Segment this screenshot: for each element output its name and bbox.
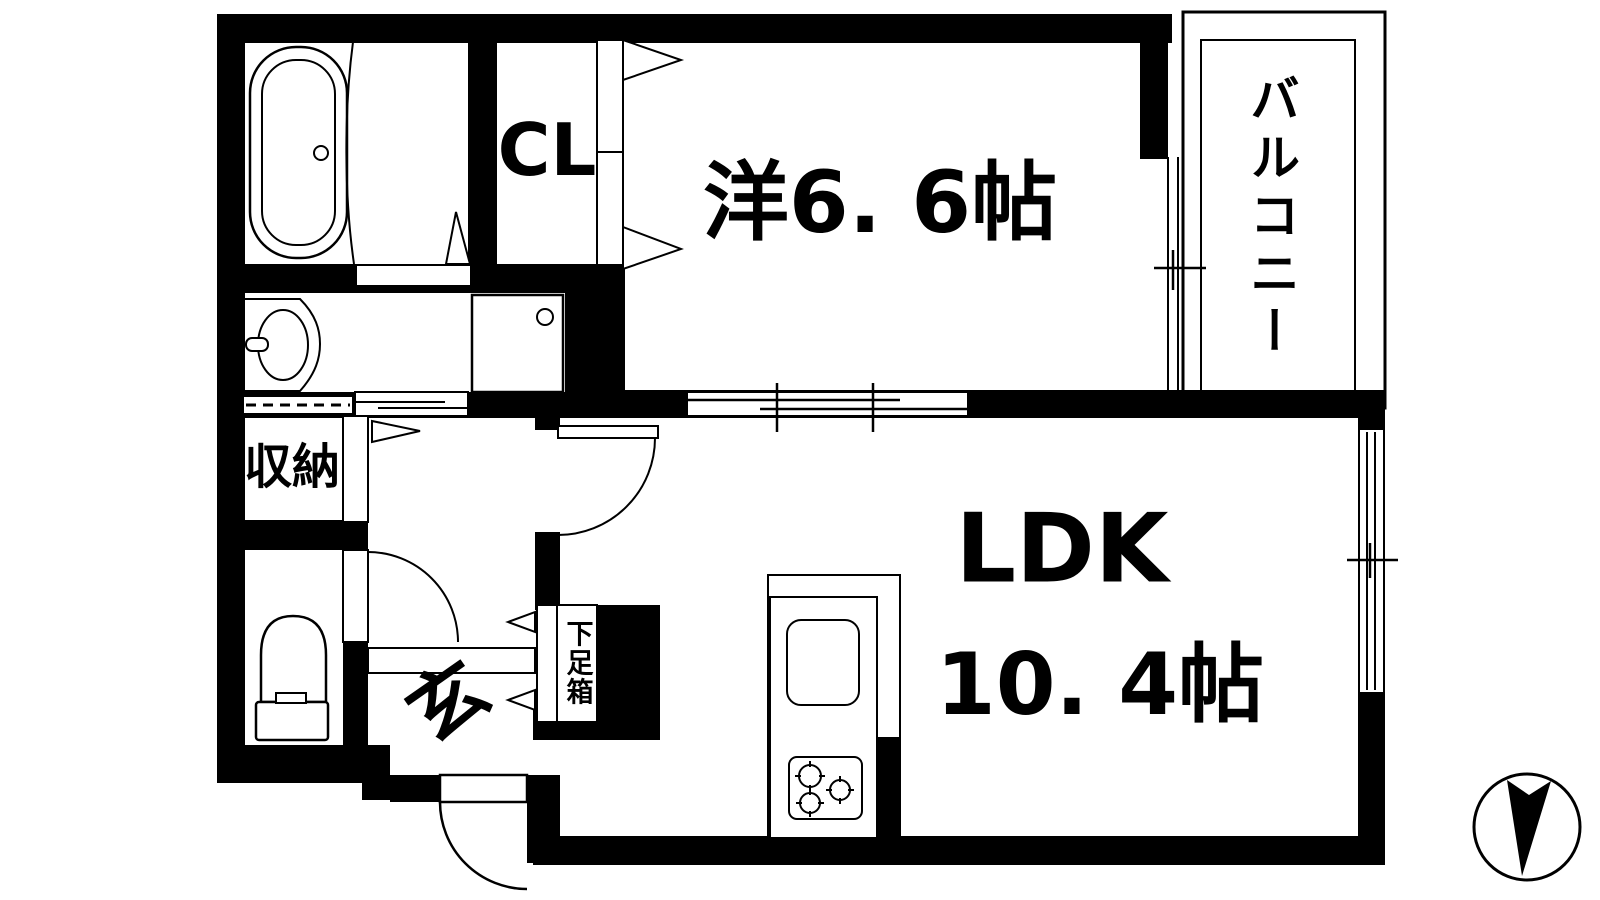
bathroom-door bbox=[357, 211, 472, 285]
ldk-door bbox=[535, 425, 659, 536]
compass-north-arrow bbox=[1472, 772, 1582, 882]
wall-segment bbox=[533, 836, 1385, 865]
sliding-window-western-ldk bbox=[686, 383, 969, 432]
wall-segment bbox=[217, 14, 1172, 43]
balcony-label: バルコニー bbox=[1242, 73, 1300, 363]
entrance-step bbox=[367, 647, 536, 674]
shoe-cabinet-label: 下足箱 bbox=[561, 619, 593, 707]
wall-segment bbox=[565, 264, 625, 418]
ldk-size-label: 10. 4帖 bbox=[935, 635, 1265, 735]
toilet bbox=[254, 614, 330, 742]
washing-machine-pan bbox=[470, 293, 565, 394]
ldk-right-window bbox=[1347, 430, 1398, 692]
kitchen-sink bbox=[786, 619, 860, 706]
wall-segment bbox=[390, 775, 440, 802]
gas-stove bbox=[788, 756, 863, 820]
toilet-door bbox=[342, 549, 459, 643]
wall-segment bbox=[343, 640, 368, 760]
washroom-sliding-door bbox=[354, 391, 469, 417]
accordion-door bbox=[242, 395, 354, 415]
entrance-door bbox=[438, 773, 529, 891]
wall-segment bbox=[217, 745, 390, 783]
wash-basin bbox=[245, 298, 322, 392]
storage-label: 収納 bbox=[243, 439, 341, 495]
shoe-cabinet bbox=[505, 604, 598, 723]
kitchen-pillar bbox=[877, 737, 900, 838]
closet-door bbox=[596, 38, 685, 271]
walls bbox=[217, 14, 1385, 865]
bathtub bbox=[248, 41, 355, 265]
balcony-window bbox=[1154, 157, 1206, 390]
wall-segment bbox=[468, 40, 497, 293]
ldk-label: LDK bbox=[955, 494, 1169, 605]
western-room-label: 洋6. 6帖 bbox=[702, 153, 1058, 253]
wall-segment bbox=[242, 520, 368, 550]
closet-label: CL bbox=[497, 108, 597, 192]
storage-door bbox=[342, 415, 421, 523]
wall-segment bbox=[362, 745, 390, 800]
kitchen-counter bbox=[767, 574, 901, 839]
wall-segment bbox=[1140, 14, 1168, 159]
